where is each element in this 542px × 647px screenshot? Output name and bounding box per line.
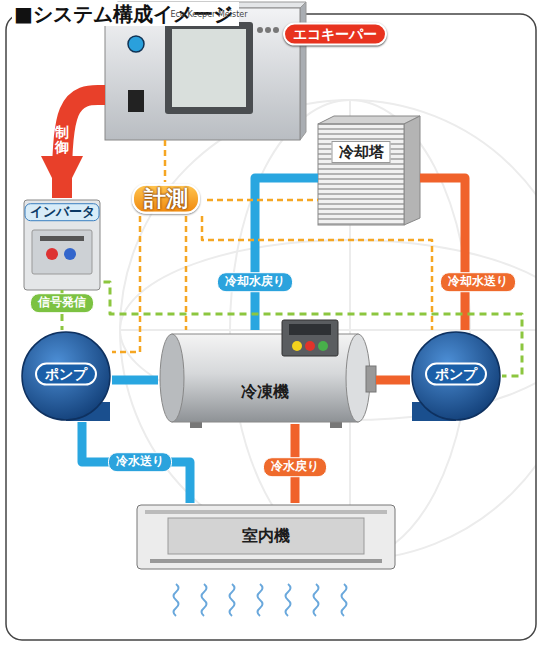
chiller xyxy=(160,320,376,428)
edge-label: 冷却水送り xyxy=(440,272,516,292)
node-label: ポンプ xyxy=(35,363,97,386)
pump: ポンプ xyxy=(20,330,112,422)
node-label: インバータ xyxy=(25,203,100,221)
signal-line xyxy=(112,216,140,352)
indoor-unit xyxy=(137,505,395,569)
signal-line xyxy=(207,199,318,202)
node-label: 計測 xyxy=(132,184,200,214)
measure-badge: 計測 xyxy=(125,182,207,216)
pump-left xyxy=(22,332,110,421)
pump-right xyxy=(412,332,500,421)
pipe xyxy=(82,422,190,503)
signal-line xyxy=(164,140,167,182)
edge-label: 信号発信 xyxy=(30,293,94,313)
node-label: エコキーパー xyxy=(283,23,387,46)
inverter: インバータ xyxy=(21,198,104,290)
node-label: 室内機 xyxy=(242,526,290,545)
indoor-unit: 室内機 xyxy=(135,503,397,571)
edge-label: 冷水送り xyxy=(108,452,172,472)
node-label: ポンプ xyxy=(425,363,487,386)
pipe xyxy=(420,178,465,330)
chiller: 冷凍機 xyxy=(158,330,376,424)
pump: ポンプ xyxy=(410,330,502,422)
pipe xyxy=(376,376,410,385)
inverter-unit xyxy=(24,200,100,290)
node-label: 冷凍機 xyxy=(241,382,289,401)
signal-line xyxy=(202,216,432,330)
globe-background xyxy=(120,100,536,560)
edge-label: 制御 xyxy=(55,125,69,156)
cooling-tower xyxy=(318,116,420,225)
node-label: 冷却塔 xyxy=(332,141,391,163)
signal-line xyxy=(185,216,188,330)
cooling-tower: 冷却塔 xyxy=(318,116,420,225)
node-label: Eco Keeper Meister xyxy=(171,10,248,20)
pipe xyxy=(112,376,158,385)
airflow xyxy=(174,584,347,616)
controller-device: エコキーパーEco Keeper Meister xyxy=(105,2,306,140)
edge-label: 冷水戻り xyxy=(263,457,327,477)
edge-label: 冷却水戻り xyxy=(217,272,293,292)
